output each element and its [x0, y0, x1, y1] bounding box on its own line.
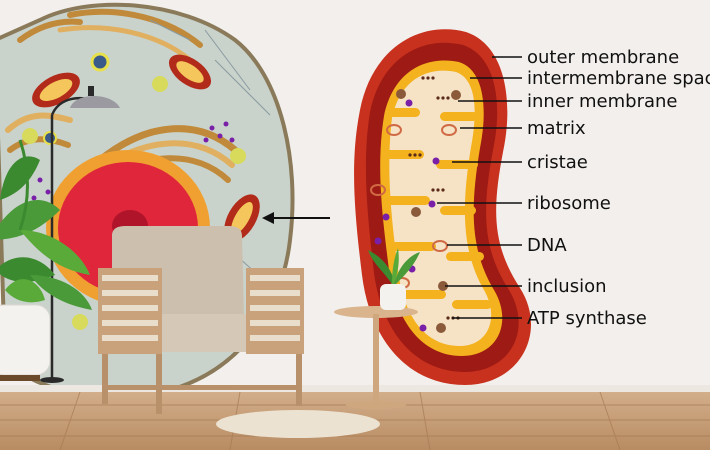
label-dna: DNA — [527, 235, 567, 256]
small-mitochondrion — [168, 54, 212, 90]
label-inclusion: inclusion — [527, 276, 607, 297]
arrow-left-icon — [262, 212, 330, 224]
label-matrix: matrix — [527, 118, 586, 139]
label-list: outer membrane intermembrane space inner… — [527, 47, 710, 329]
label-leaders — [437, 56, 522, 319]
potted-plant-icon — [0, 139, 92, 381]
label-outer-membrane: outer membrane — [527, 47, 679, 68]
label-atp-synthase: ATP synthase — [527, 308, 647, 329]
side-table — [334, 248, 420, 409]
label-cristae: cristae — [527, 152, 588, 173]
armchair — [98, 226, 304, 414]
label-intermembrane-space: intermembrane space — [527, 68, 710, 89]
label-inner-membrane: inner membrane — [527, 91, 678, 112]
baseboard — [0, 385, 710, 393]
matrix — [389, 70, 492, 346]
label-ribosome: ribosome — [527, 193, 611, 214]
round-rug — [216, 410, 380, 438]
